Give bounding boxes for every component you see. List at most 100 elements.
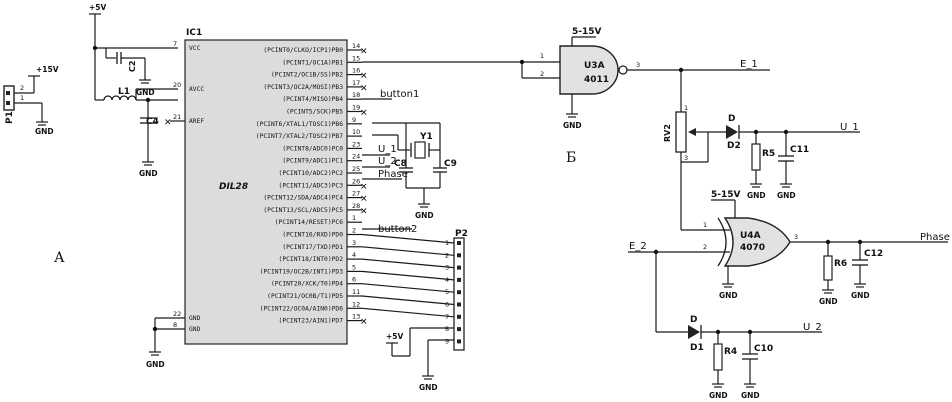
ic1-right-pin-number: 16	[352, 67, 360, 75]
no-connect-mark: ✕	[360, 109, 368, 119]
no-connect-mark: ✕	[360, 47, 368, 57]
net-u2-ic: U_2	[378, 156, 397, 167]
c4-gnd-label: GND	[139, 169, 158, 178]
ic1-right-pin-number: 13	[352, 313, 360, 321]
ic1-left-pin-number: 8	[173, 321, 177, 329]
ic1-right-pin-name: (PCINT6/XTAL1/TOSC1)PB6	[256, 121, 343, 128]
p2-pin-contact	[457, 290, 461, 295]
crystal-gnd-label: GND	[415, 211, 434, 220]
ic1-left-pin-name: VCC	[189, 45, 201, 52]
c11-ref: C11	[790, 145, 809, 155]
ic1-right-pin-name: (PCINT18/INT0)PD2	[279, 256, 344, 263]
u4a-pin-3: 3	[794, 233, 798, 241]
ic1-left-pin-number: 20	[173, 81, 181, 89]
c4-ref: C4	[146, 117, 159, 127]
p1-gnd-label: GND	[35, 127, 54, 136]
no-connect-mark: ✕	[360, 84, 368, 94]
nand-gate-u3a: 5-15V U3A 4011 1 2 GND 3 E_1	[519, 27, 770, 130]
p1-plus15v-label: +15V	[36, 65, 59, 74]
ic1-right-pin-name: (PCINT2/OC1B/SS)PB2	[271, 72, 343, 79]
ic1-right-pin-number: 14	[352, 42, 360, 50]
c2-ref: C2	[128, 61, 137, 72]
p1-ref: P1	[5, 111, 15, 124]
p2-pin-number: 8	[445, 325, 449, 333]
d2-ref: D2	[727, 141, 741, 151]
ic1-right-pin-name: (PCINT4/MISO)PB4	[282, 96, 343, 103]
xor-gate-u4a: 5-15V U4A 4070 1 E_2 2 GND 3 Phase GND R	[628, 162, 950, 306]
p2-ref: P2	[455, 229, 468, 239]
no-connect-mark: ✕	[360, 182, 368, 192]
no-connect-mark: ✕	[360, 207, 368, 217]
ic1-right-pin-name: (PCINT19/OC2B/INT1)PD3	[260, 268, 344, 275]
ic1-right-pin-number: 9	[352, 116, 356, 124]
ic1-right-pin-number: 12	[352, 300, 360, 308]
ic1-right-pin-name: (PCINT3/OC2A/MOSI)PB3	[263, 84, 343, 91]
c12-ref: C12	[864, 249, 883, 259]
p2-pin-number: 5	[445, 288, 449, 296]
p2-pin-contact	[457, 265, 461, 270]
r4-gnd-label: GND	[709, 391, 728, 400]
ic1-right-pin-number: 27	[352, 190, 360, 198]
c10-gnd-label: GND	[741, 391, 760, 400]
crystal-oscillator: Y1 C8 C9 GND	[372, 122, 457, 220]
c10-ref: C10	[754, 344, 773, 354]
p2-pin-number: 4	[445, 276, 449, 284]
ic1-right-pin-number: 19	[352, 104, 360, 112]
d1-ref: D1	[690, 343, 704, 353]
u1-output-network: RV2 1 3 D D2 U_1 GND R5 GND C11	[663, 70, 860, 200]
r6-gnd-label: GND	[819, 297, 838, 306]
r6-ref: R6	[834, 259, 847, 269]
net-phase-ic: Phase	[378, 169, 408, 180]
r5-gnd-label: GND	[747, 191, 766, 200]
ic1-right-pin-number: 4	[352, 251, 356, 259]
ic1-right-pin-name: (PCINT17/TXD)PD1	[282, 244, 343, 251]
ic1-right-pin-name: (PCINT22/OC0A/AIN0)PD6	[260, 305, 344, 312]
ic1-right-pin-name: (PCINT16/RXD)PD0	[282, 232, 343, 239]
ic1-right-pin-name: (PCINT13/SCL/ADC5)PC5	[263, 207, 343, 214]
l1-ref: L1	[118, 87, 130, 97]
rv2-pin-3: 3	[684, 154, 688, 162]
p2-pin-contact	[457, 302, 461, 307]
ic1-right-pin-number: 11	[352, 288, 360, 296]
net-e1: E_1	[740, 59, 758, 70]
u3a-gnd-label: GND	[563, 121, 582, 130]
ic1-right-pin-number: 17	[352, 79, 360, 87]
p2-pin-contact	[457, 339, 461, 344]
ic1-right-pin-number: 23	[352, 140, 360, 148]
u3a-pin-3: 3	[636, 61, 640, 69]
p2-gnd-label: GND	[419, 383, 438, 392]
ic1-part: DIL28	[219, 182, 248, 192]
ic1-right-pin-name: (PCINT14/RESET)PC6	[275, 219, 343, 226]
u4a-pin-1: 1	[703, 221, 707, 229]
ic1-right-pin-name: (PCINT11/ADC3)PC3	[279, 182, 344, 189]
no-connect-mark: ✕	[360, 318, 368, 328]
ic1-right-pin-number: 18	[352, 91, 360, 99]
u3a-pin-1: 1	[540, 52, 544, 60]
ic1-left-pin-name: AREF	[189, 118, 204, 125]
d1-diode-ref: D	[690, 315, 697, 325]
ic1-right-pin-name: (PCINT23/AIN1)PD7	[279, 318, 344, 325]
y1-ref: Y1	[419, 132, 433, 142]
net-u1-out: U_1	[840, 122, 859, 133]
p1-pin-1: 1	[20, 94, 24, 102]
ic1-right-pin-number: 3	[352, 239, 356, 247]
net-u1-ic: U_1	[378, 144, 397, 155]
p1-pin-2: 2	[20, 84, 24, 92]
ic1-right-pin-name: (PCINT21/OC0B/T1)PD5	[267, 293, 343, 300]
section-label-b: Б	[566, 150, 576, 166]
u3a-pin-2: 2	[540, 70, 544, 78]
ic1-left-pin-name: GND	[189, 326, 201, 333]
section-label-a: А	[54, 250, 65, 266]
ic1-left-pin-number: 7	[173, 40, 177, 48]
ic1-right-pin-number: 6	[352, 276, 356, 284]
ic1-right-pin-name: (PCINT8/ADC0)PC0	[282, 145, 343, 152]
ic1-right-pin-number: 2	[352, 227, 356, 235]
ic1-right-pin-name: (PCINT10/ADC2)PC2	[279, 170, 344, 177]
u4a-value: 4070	[740, 243, 765, 253]
u4a-pin-2: 2	[703, 243, 707, 251]
r5-ref: R5	[762, 149, 775, 159]
ic1-right-pin-number: 24	[352, 153, 360, 161]
u3a-supply-label: 5-15V	[572, 27, 602, 37]
